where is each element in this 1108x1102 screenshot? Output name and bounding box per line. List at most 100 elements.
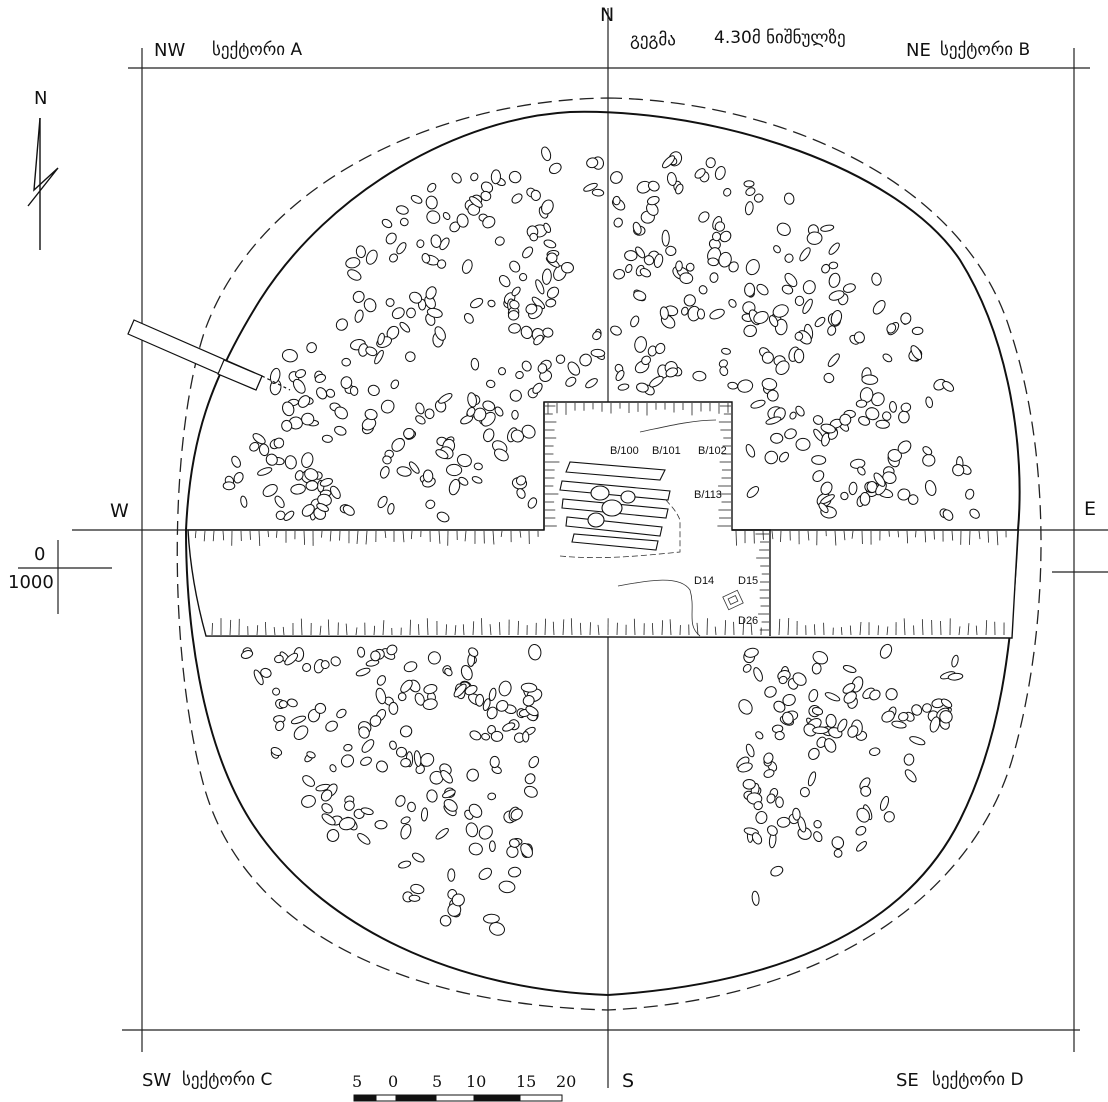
- stone: [811, 455, 827, 465]
- hatch-tick: [570, 618, 573, 636]
- stone: [274, 654, 284, 664]
- stone: [696, 308, 706, 320]
- cardinal-south: S: [622, 1070, 635, 1092]
- stone: [478, 825, 493, 840]
- stone: [775, 796, 784, 808]
- elevation-note: 4.30მ ნიშნულზე: [714, 28, 846, 48]
- stone: [439, 237, 450, 251]
- stone: [341, 357, 351, 367]
- hatch-tick: [222, 530, 225, 541]
- stone: [396, 242, 407, 255]
- stone: [400, 679, 413, 693]
- hatch-tick: [951, 530, 954, 541]
- stone: [812, 650, 829, 665]
- stone: [325, 720, 338, 732]
- stone: [422, 469, 434, 483]
- hatch-tick: [489, 624, 492, 636]
- stone: [463, 313, 474, 324]
- stone: [795, 437, 811, 451]
- stone: [799, 247, 811, 262]
- stone: [683, 294, 696, 307]
- stone: [489, 922, 505, 936]
- stone: [336, 708, 347, 719]
- hatch-tick: [500, 530, 503, 538]
- stone: [707, 257, 719, 267]
- hatch-tick: [519, 530, 522, 538]
- stone: [488, 687, 497, 702]
- stone: [306, 342, 317, 354]
- stone: [744, 201, 754, 216]
- hatch-tick: [696, 622, 699, 636]
- stone: [498, 880, 516, 894]
- stone: [709, 272, 719, 283]
- stone: [879, 795, 890, 811]
- stone: [314, 702, 327, 714]
- stone: [423, 684, 438, 695]
- stone: [510, 429, 524, 443]
- stone: [321, 813, 336, 826]
- stone: [391, 437, 405, 452]
- point-d14: D14: [694, 575, 715, 587]
- stone: [425, 499, 436, 509]
- hatch-tick: [229, 619, 232, 636]
- hatch-tick: [778, 618, 781, 636]
- stone: [792, 672, 807, 686]
- stone: [951, 654, 959, 668]
- stone: [252, 433, 266, 445]
- stone: [478, 867, 492, 880]
- stone: [400, 816, 411, 825]
- stone: [872, 300, 886, 315]
- stone: [494, 448, 509, 462]
- stone: [469, 196, 483, 208]
- stone: [379, 466, 390, 479]
- stone: [728, 299, 737, 308]
- hatch-tick: [724, 620, 726, 636]
- scale-label: 10: [466, 1072, 487, 1091]
- stone: [922, 703, 932, 713]
- stone: [355, 245, 366, 259]
- stone: [407, 801, 416, 813]
- stone: [820, 481, 833, 496]
- stone: [482, 698, 491, 711]
- stone: [855, 399, 868, 408]
- stone: [831, 836, 845, 850]
- stone: [380, 399, 395, 414]
- stone: [885, 688, 898, 701]
- stone: [377, 495, 388, 509]
- stone: [941, 698, 953, 709]
- stone: [610, 325, 622, 336]
- stone: [624, 250, 638, 262]
- stone: [555, 354, 566, 364]
- stone: [882, 411, 892, 421]
- hatch-tick: [807, 530, 810, 541]
- stone: [498, 680, 512, 697]
- stone: [922, 446, 933, 456]
- stone: [403, 427, 415, 440]
- sector-c-label: სექტორი C: [182, 1070, 273, 1090]
- stone: [413, 750, 422, 767]
- stone: [965, 488, 975, 500]
- stone: [330, 656, 341, 667]
- stone: [451, 893, 465, 907]
- stone: [320, 660, 330, 670]
- stone: [545, 298, 557, 308]
- stone: [275, 510, 286, 521]
- stone: [509, 299, 520, 310]
- stone: [653, 253, 664, 268]
- stone: [283, 510, 295, 521]
- stone: [365, 249, 378, 265]
- stone: [388, 701, 399, 715]
- stone: [316, 503, 329, 512]
- stone: [590, 348, 606, 358]
- stone: [795, 405, 805, 417]
- stone: [751, 832, 763, 845]
- point-b100: B/100: [610, 445, 639, 457]
- stone: [659, 306, 669, 320]
- stone: [772, 304, 789, 318]
- stone: [304, 468, 319, 482]
- stone: [330, 485, 341, 500]
- scale-bar: [353, 1094, 563, 1102]
- stone: [811, 706, 824, 716]
- stone: [820, 224, 835, 232]
- stone: [385, 298, 395, 307]
